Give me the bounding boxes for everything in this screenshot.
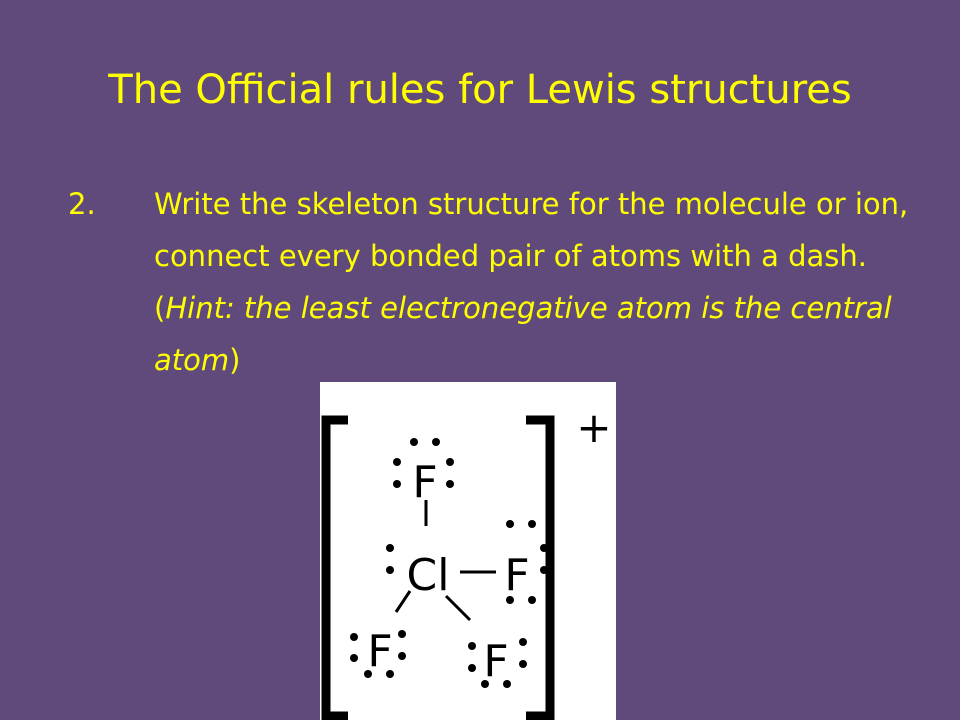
lone-pairs-right-fluorine [506,520,548,604]
rule-close-paren: ) [229,343,241,377]
lone-pairs-lower-left-fluorine [350,630,406,678]
lower-right-fluorine-atom: F [483,636,508,687]
lone-pairs-lower-right-fluorine [468,638,527,688]
rule-hint: Hint: the least electronegative atom is … [154,291,892,377]
right-bracket [526,415,555,720]
lone-pairs-top-fluorine [393,438,454,488]
lewis-structure-figure: + F Cl F F F [320,382,616,720]
bond-lower-left [394,590,412,613]
top-fluorine-atom: F [412,457,437,508]
lower-left-fluorine-atom: F [367,626,392,677]
lone-pair-central-chlorine [386,544,394,574]
right-fluorine-atom: F [504,550,529,601]
slide-title: The Official rules for Lewis structures [108,67,852,113]
rule-number: 2. [68,187,96,221]
lewis-structure-diagram: + F Cl F F F [321,403,612,720]
bond-lower-right [444,594,472,622]
rule-text: Write the skeleton structure for the mol… [154,178,924,386]
central-chlorine-atom: Cl [407,550,450,601]
rule-text-plain: Write the skeleton structure for the mol… [154,187,909,325]
charge-label: + [576,403,611,452]
left-bracket [321,415,348,720]
